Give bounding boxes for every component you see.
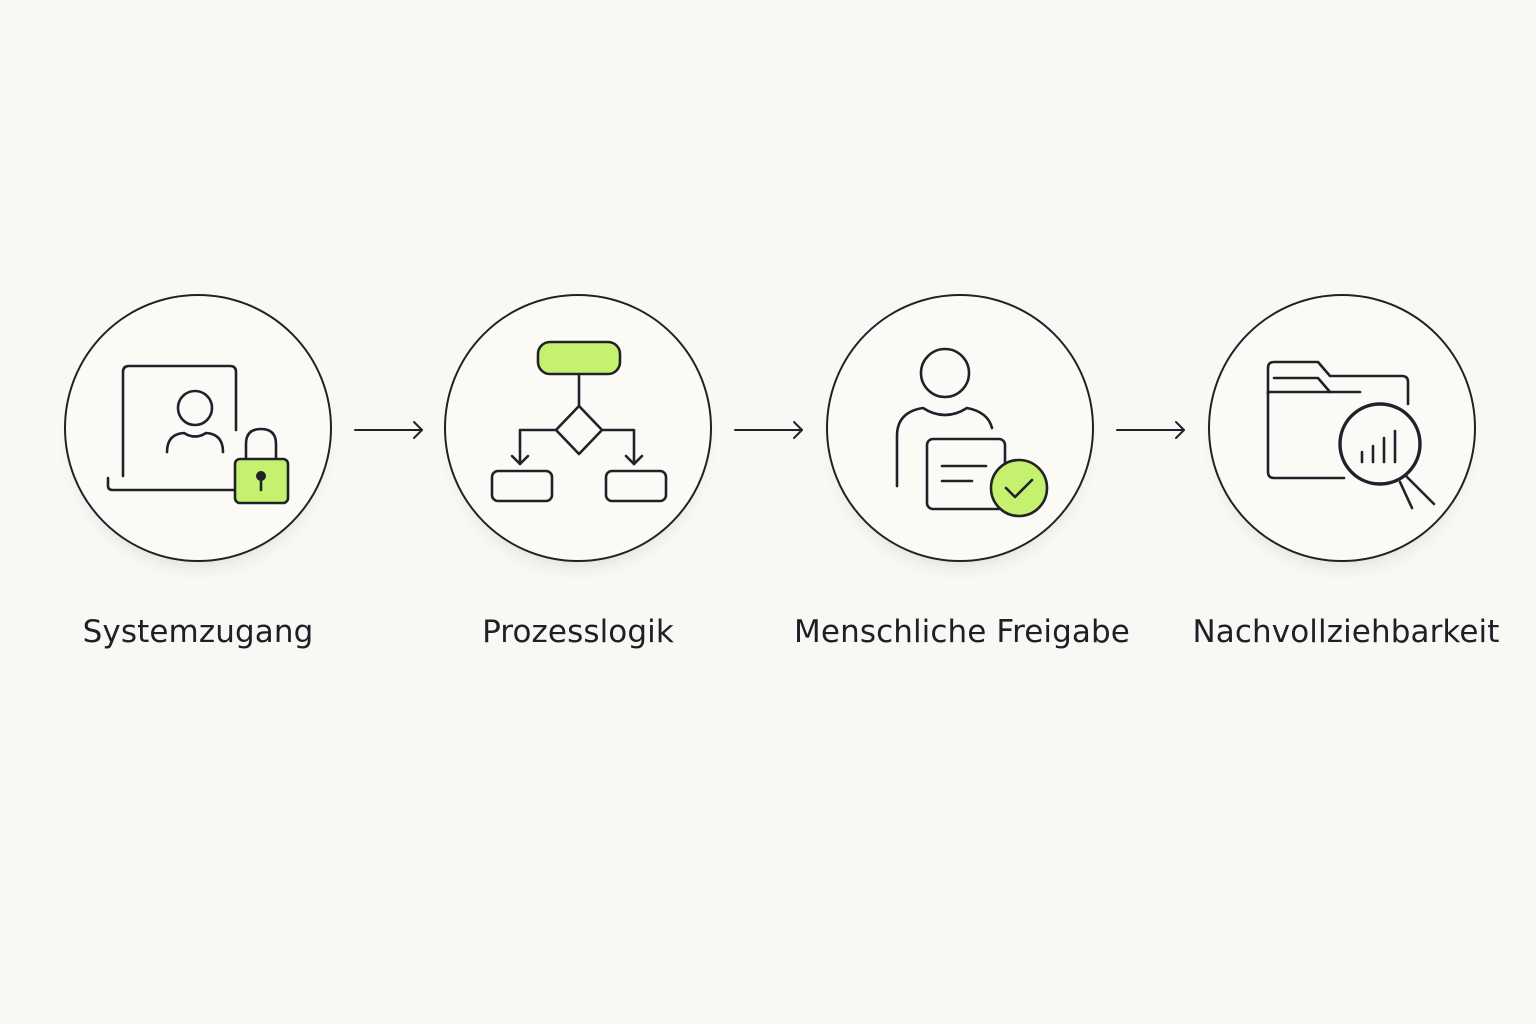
step-systemzugang xyxy=(64,294,332,562)
step-label: Menschliche Freigabe xyxy=(794,614,1130,650)
flowchart-icon xyxy=(490,340,668,503)
person-document-check-icon xyxy=(895,347,1049,518)
arrow-right-icon xyxy=(354,421,423,439)
step-circle xyxy=(64,294,332,562)
step-menschliche-freigabe xyxy=(826,294,1094,562)
step-label: Nachvollziehbarkeit xyxy=(1192,614,1500,650)
step-label: Systemzugang xyxy=(82,614,314,650)
folder-magnifier-chart-icon xyxy=(1266,360,1436,510)
step-circle xyxy=(1208,294,1476,562)
step-label: Prozesslogik xyxy=(482,614,674,650)
arrow-right-icon xyxy=(734,421,803,439)
step-circle xyxy=(444,294,712,562)
step-circle xyxy=(826,294,1094,562)
step-nachvollziehbarkeit xyxy=(1208,294,1476,562)
step-prozesslogik xyxy=(444,294,712,562)
arrow-right-icon xyxy=(1116,421,1185,439)
laptop-user-lock-icon xyxy=(106,364,290,505)
